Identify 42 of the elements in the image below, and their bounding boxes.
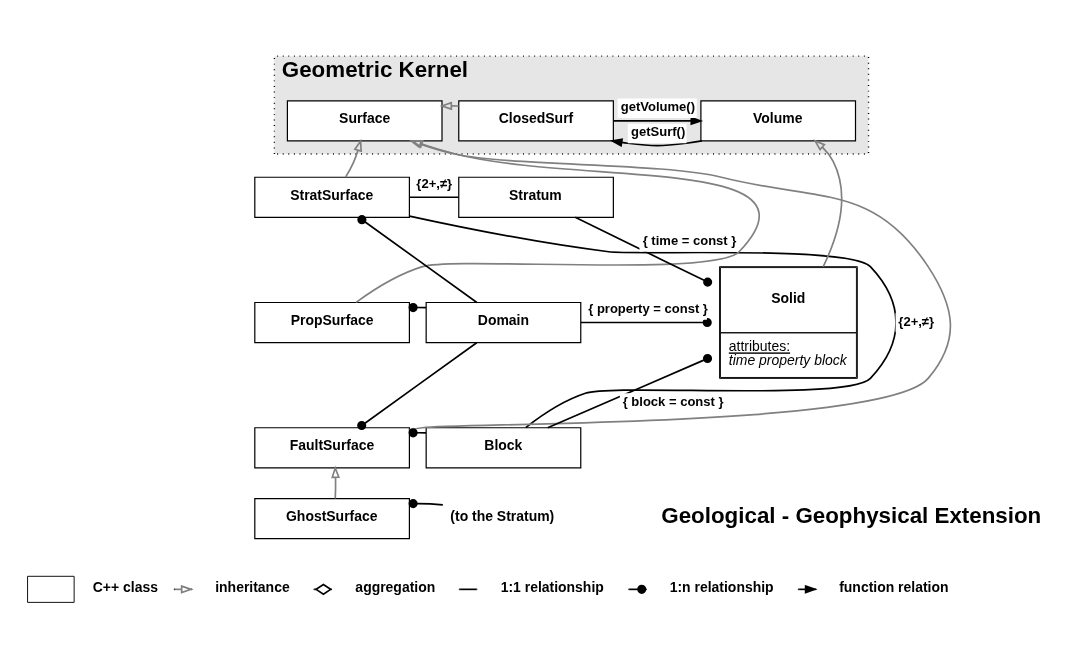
connector bbox=[408, 498, 444, 508]
connector bbox=[408, 195, 460, 198]
legend-label: function relation bbox=[839, 578, 949, 595]
arrow bbox=[408, 139, 952, 430]
connector bbox=[408, 214, 897, 428]
node-box: PropSurface bbox=[254, 301, 410, 343]
node-box: Block bbox=[425, 426, 582, 468]
arrow bbox=[612, 115, 704, 125]
edge-label: getVolume() bbox=[620, 98, 696, 114]
legend-label: aggregation bbox=[355, 578, 436, 595]
node-box: GhostSurface bbox=[254, 497, 410, 539]
node-text: (to the Stratum) bbox=[450, 507, 555, 524]
arrow bbox=[355, 139, 760, 303]
connector bbox=[357, 214, 478, 303]
arrow bbox=[813, 138, 843, 267]
arrow bbox=[331, 464, 340, 499]
label: Geological - Geophysical Extension bbox=[661, 502, 1042, 528]
legend-label: C++ class bbox=[92, 578, 158, 595]
edge-label: { property = const } bbox=[588, 300, 708, 316]
connector bbox=[546, 353, 713, 429]
connector bbox=[574, 216, 713, 287]
node-box: FaultSurface bbox=[254, 426, 410, 468]
node-box: Domain bbox=[425, 301, 582, 343]
node-box: StratSurface bbox=[254, 176, 410, 218]
edge-label: getSurf() bbox=[631, 123, 686, 139]
edge-label: { time = const } bbox=[642, 232, 737, 248]
connector bbox=[408, 427, 427, 437]
connector bbox=[580, 317, 712, 327]
edge-label: {2+,≠} bbox=[416, 175, 453, 191]
legend-label: inheritance bbox=[215, 578, 290, 595]
connector bbox=[357, 341, 478, 430]
arrow bbox=[439, 100, 460, 110]
legend-label: 1:1 relationship bbox=[500, 578, 604, 595]
node-box: ClosedSurf bbox=[458, 99, 614, 142]
node-box: Volume bbox=[700, 99, 857, 142]
arrow bbox=[344, 138, 363, 178]
arrow bbox=[609, 137, 703, 147]
edge-label: {2+,≠} bbox=[898, 313, 935, 329]
legend-label: 1:n relationship bbox=[669, 578, 774, 595]
node-box: Surface bbox=[286, 99, 443, 142]
node-box: Stratum bbox=[458, 176, 614, 218]
edge-label: { block = const } bbox=[622, 393, 724, 409]
